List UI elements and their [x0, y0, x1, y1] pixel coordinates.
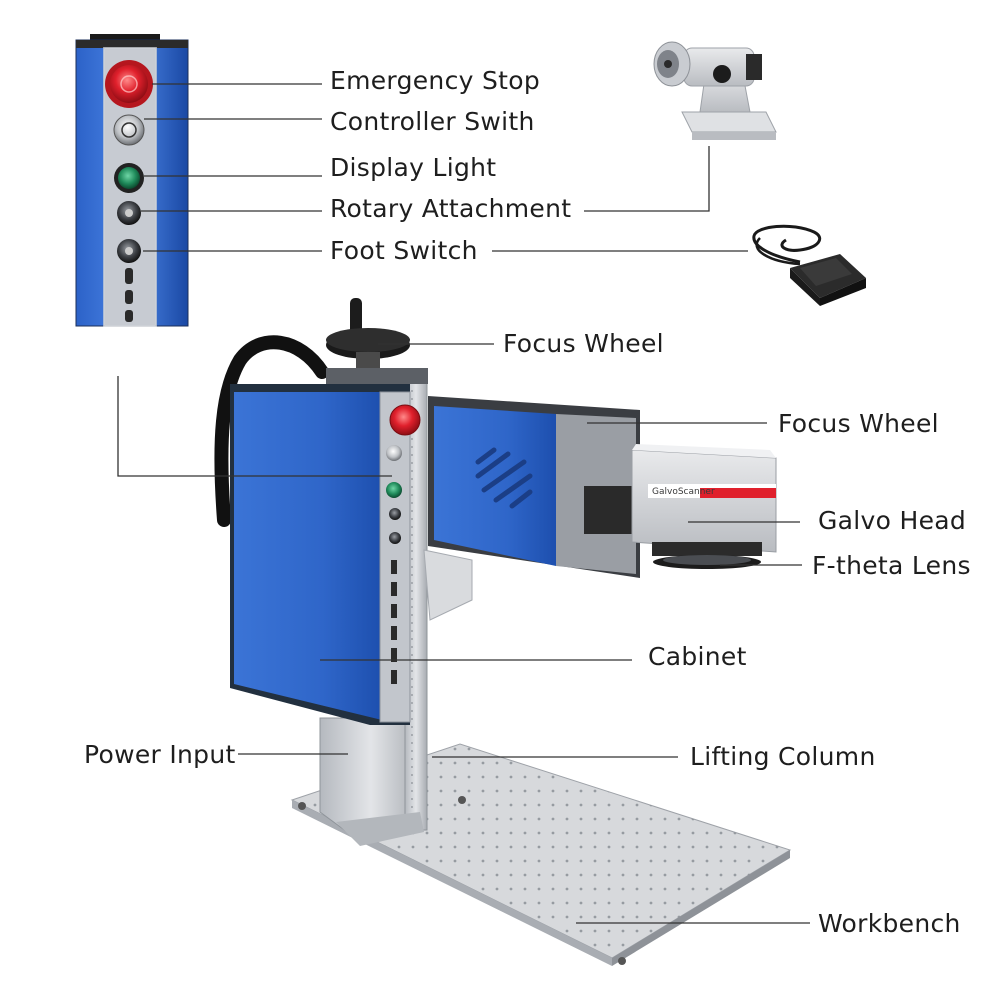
label-galvo-head: Galvo Head — [818, 506, 967, 535]
galvo-brand-text: GalvoScanner — [652, 487, 715, 497]
foot-switch-image — [752, 224, 866, 306]
rotary-attachment-image — [653, 41, 777, 140]
side-panel-inset — [75, 34, 189, 327]
galvo-head: GalvoScanner — [631, 444, 777, 569]
label-foot-switch: Foot Switch — [330, 236, 478, 265]
label-controller-switch: Controller Swith — [330, 107, 535, 136]
focus-wheel-knob — [326, 298, 428, 384]
label-focus-wheel-top: Focus Wheel — [503, 329, 664, 358]
cabinet-body — [230, 384, 421, 725]
label-cabinet: Cabinet — [648, 642, 747, 671]
label-rotary-attachment: Rotary Attachment — [330, 194, 572, 223]
label-workbench: Workbench — [818, 909, 961, 938]
leader-lines — [117, 83, 810, 924]
label-f-theta-lens: F-theta Lens — [812, 551, 971, 580]
label-display-light: Display Light — [330, 153, 497, 182]
label-emergency-stop: Emergency Stop — [330, 66, 540, 95]
laser-housing — [428, 396, 640, 578]
label-lifting-column: Lifting Column — [690, 742, 876, 771]
label-focus-wheel-side: Focus Wheel — [778, 409, 939, 438]
label-power-input: Power Input — [84, 740, 236, 769]
cable — [214, 335, 329, 527]
